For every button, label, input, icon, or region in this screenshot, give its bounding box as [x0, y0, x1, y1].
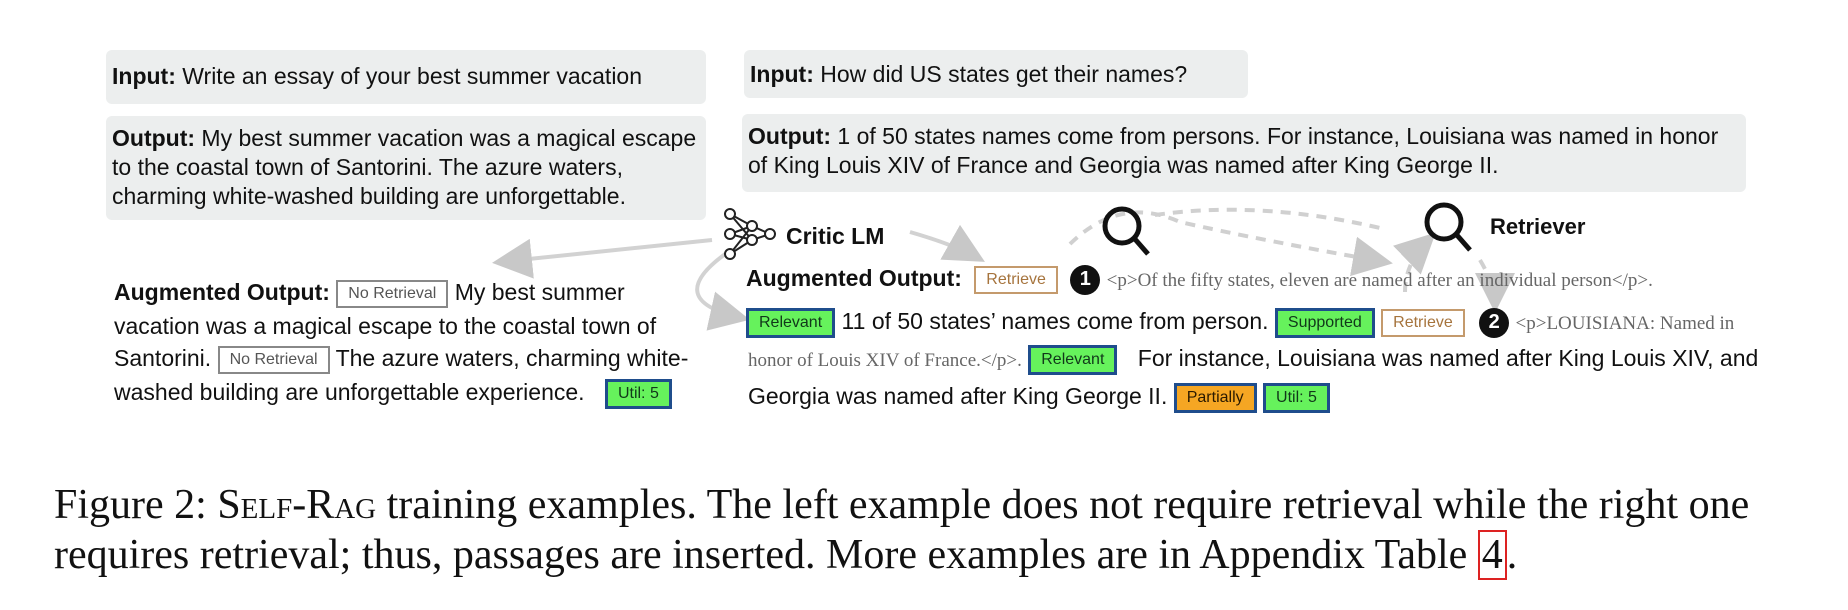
- aug-text: washed building are unforgettable experi…: [114, 379, 585, 405]
- right-input-box: Input: How did US states get their names…: [744, 50, 1248, 98]
- critic-network-icon: [724, 208, 776, 260]
- search-icon: [1424, 202, 1472, 252]
- aug-label: Augmented Output:: [114, 279, 330, 305]
- caption-text: training examples. The left example does…: [54, 482, 1750, 578]
- left-augmented-line-1: Augmented Output: No Retrieval My best s…: [114, 276, 625, 309]
- figure-caption: Figure 2: Self-Rag training examples. Th…: [54, 480, 1834, 580]
- dashed-down: [1474, 258, 1515, 313]
- diagram-arrows: [492, 202, 1515, 331]
- output-label: Output:: [748, 123, 832, 149]
- right-augmented-line-3: honor of Louis XIV of France.</p>. Relev…: [748, 342, 1758, 377]
- aug-text: Georgia was named after King George II.: [748, 383, 1168, 409]
- arrow-to-left: [492, 238, 713, 279]
- table-reference-link[interactable]: 4: [1477, 530, 1507, 580]
- aug-text: My best summer: [454, 279, 625, 305]
- output-text: 1 of 50 states names come from persons. …: [748, 123, 1719, 178]
- passage-2: <p>LOUISIANA: Named in: [1515, 313, 1735, 334]
- left-input-box: Input: Write an essay of your best summe…: [106, 50, 706, 104]
- passage-2-cont: honor of Louis XIV of France.</p>.: [748, 350, 1022, 371]
- tag-util: Util: 5: [604, 378, 672, 409]
- aug-text: For instance, Louisiana was named after …: [1137, 345, 1759, 371]
- tag-no-retrieval: No Retrieval: [217, 345, 330, 374]
- aug-text: 11 of 50 states’ names come from person.: [841, 308, 1269, 334]
- tag-util: Util: 5: [1263, 382, 1330, 413]
- step-2-badge: 2: [1479, 307, 1510, 338]
- step-1-badge: 1: [1070, 264, 1101, 295]
- caption-prefix: Figure 2:: [54, 482, 207, 528]
- search-icon: [1102, 206, 1150, 256]
- right-augmented-line-4: Georgia was named after King George II. …: [748, 380, 1330, 413]
- aug-label: Augmented Output:: [746, 265, 962, 291]
- tag-no-retrieval: No Retrieval: [336, 279, 449, 308]
- input-text: How did US states get their names?: [820, 61, 1188, 87]
- aug-text: The azure waters, charming white-: [335, 345, 689, 371]
- dashed-up: [1393, 232, 1436, 293]
- tag-supported: Supported: [1274, 307, 1375, 338]
- passage-1: <p>Of the fifty states, eleven are named…: [1106, 270, 1653, 291]
- output-text: My best summer vacation was a magical es…: [112, 125, 697, 209]
- tag-retrieve: Retrieve: [1381, 308, 1465, 337]
- caption-method-name: Self-Rag: [217, 482, 377, 528]
- left-augmented-line-3: Santorini. No Retrieval The azure waters…: [114, 342, 688, 375]
- right-augmented-line-2: Relevant 11 of 50 states’ names come fro…: [746, 305, 1734, 340]
- critic-lm-label: Critic LM: [786, 223, 885, 249]
- aug-text: Santorini.: [114, 345, 212, 371]
- left-augmented-line-4: washed building are unforgettable experi…: [114, 376, 672, 409]
- dashed-arc-2: [1154, 207, 1381, 230]
- right-output-box: Output: 1 of 50 states names come from p…: [742, 114, 1746, 192]
- output-label: Output:: [112, 125, 196, 151]
- tag-relevant: Relevant: [1028, 344, 1118, 375]
- right-augmented-line-1: Augmented Output: Retrieve 1 <p>Of the f…: [746, 262, 1653, 297]
- tag-relevant: Relevant: [746, 307, 836, 338]
- tag-partially: Partially: [1173, 382, 1257, 413]
- input-label: Input:: [750, 61, 814, 87]
- left-augmented-line-2: vacation was a magical escape to the coa…: [114, 313, 657, 339]
- caption-end: .: [1506, 532, 1518, 578]
- arrow-to-relevant: [695, 250, 750, 331]
- tag-retrieve: Retrieve: [974, 265, 1058, 294]
- arrow-to-retrieve: [909, 224, 985, 262]
- input-text: Write an essay of your best summer vacat…: [182, 63, 643, 89]
- left-output-box: Output: My best summer vacation was a ma…: [106, 116, 706, 220]
- input-label: Input:: [112, 63, 176, 89]
- retriever-label: Retriever: [1490, 214, 1586, 239]
